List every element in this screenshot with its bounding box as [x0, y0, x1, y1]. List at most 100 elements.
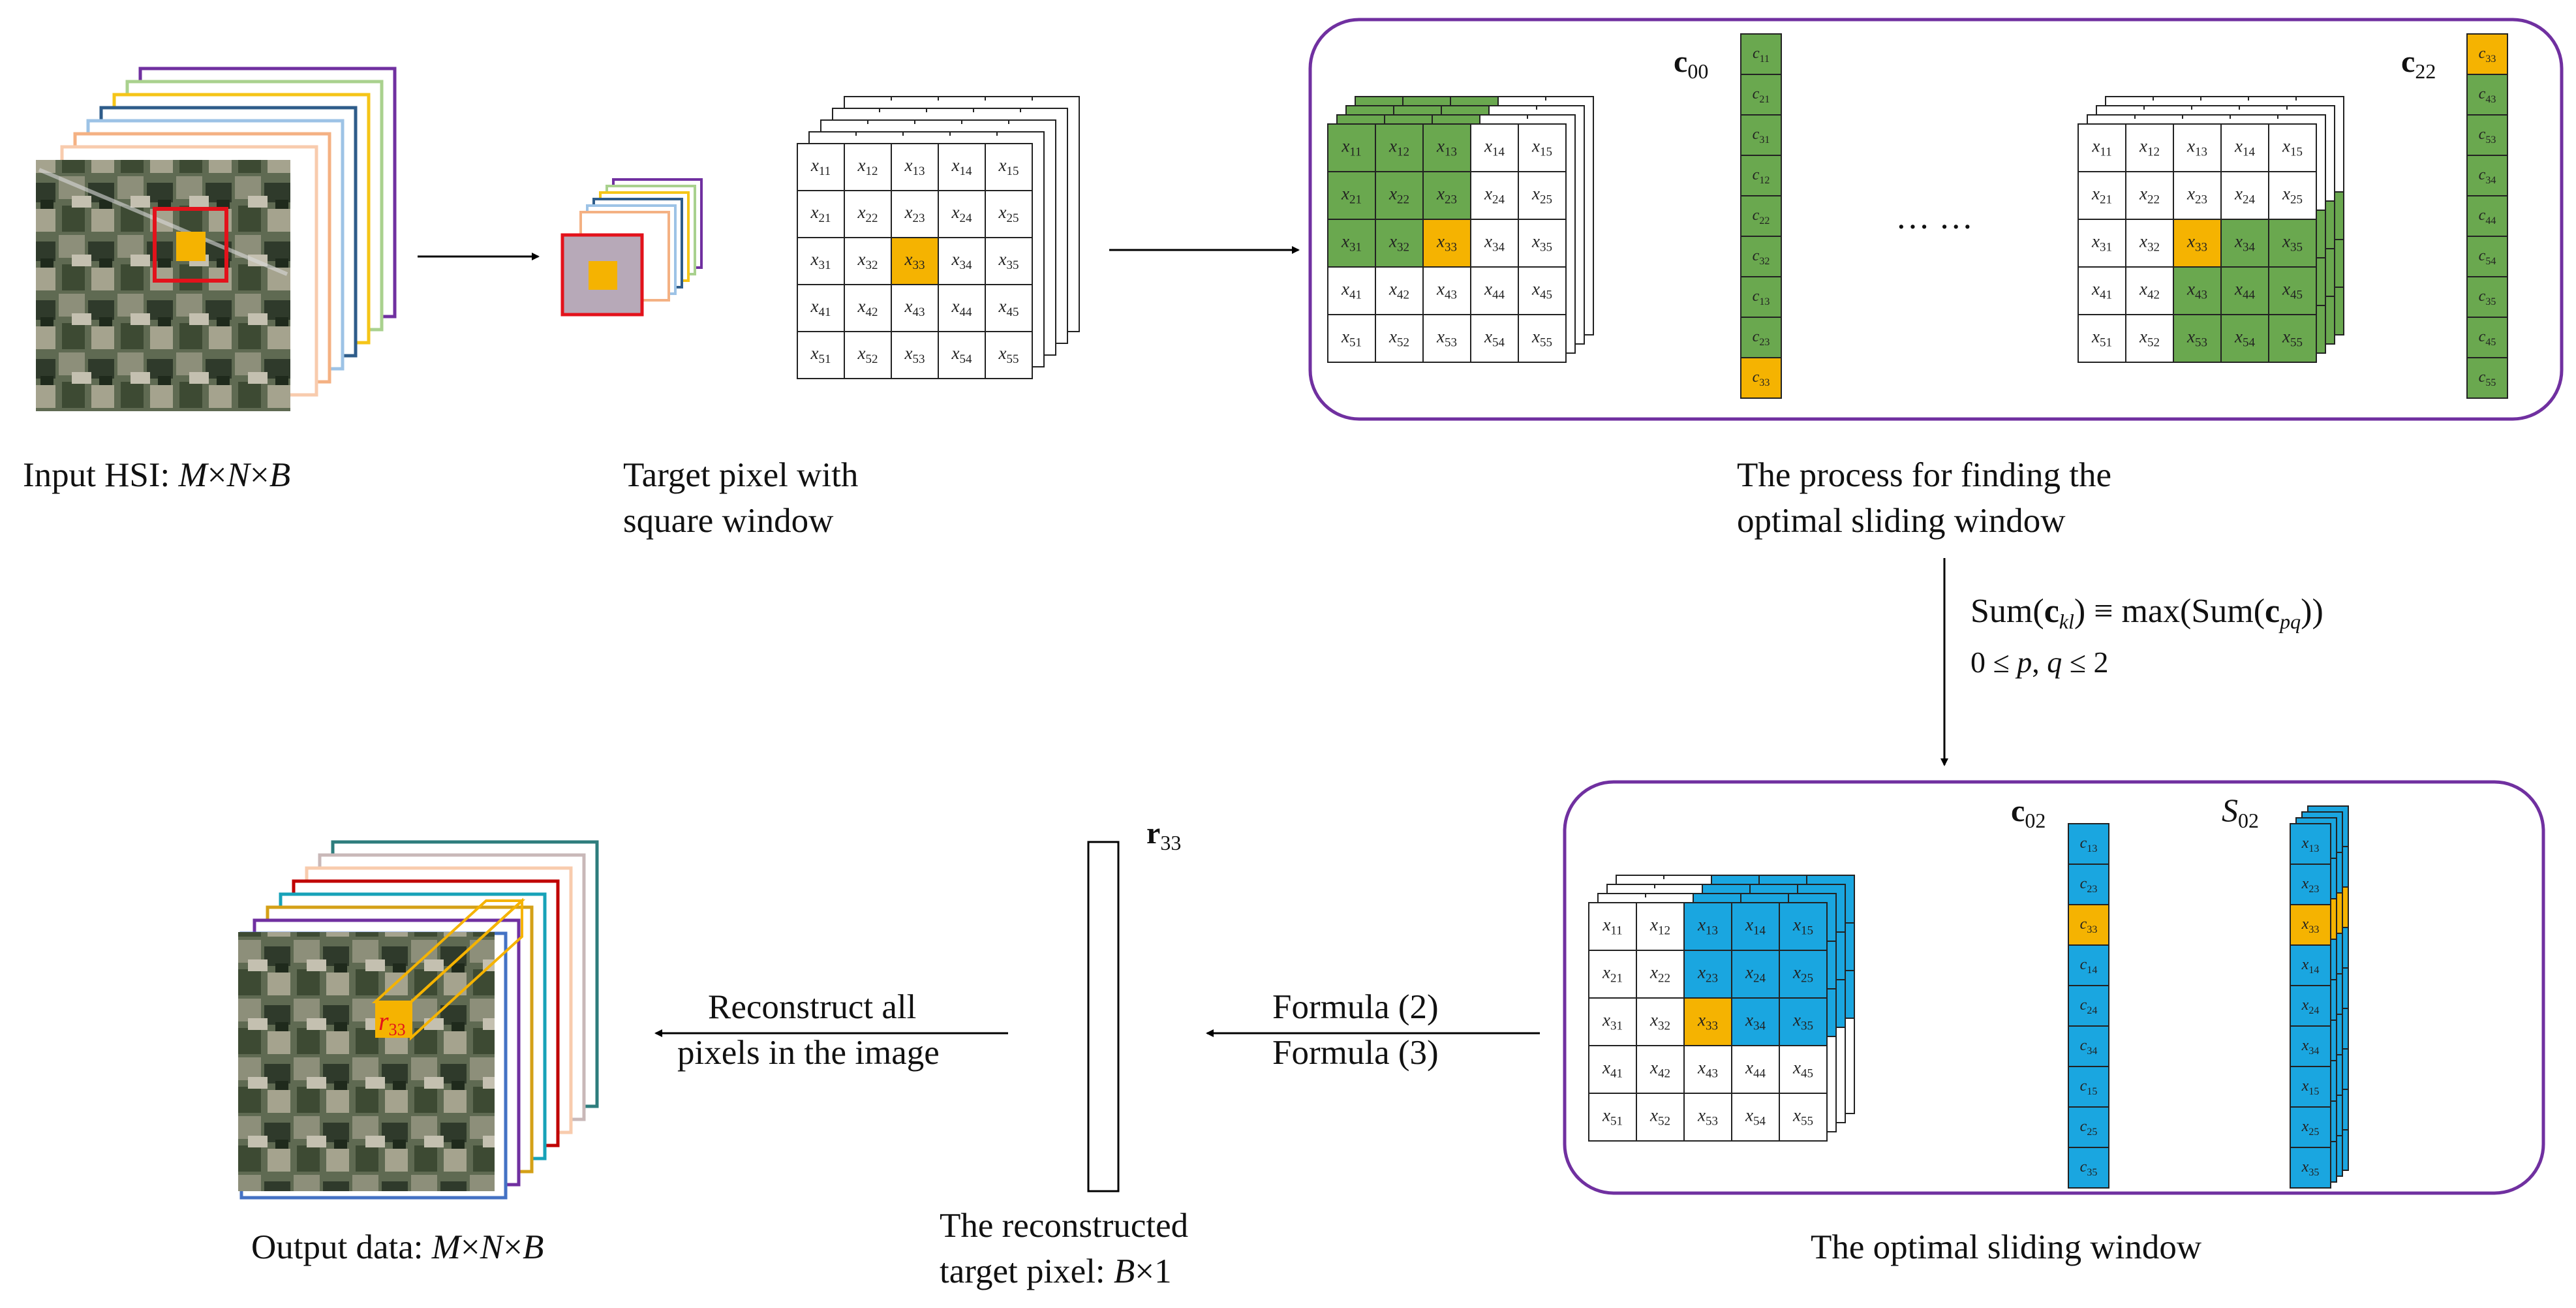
grid-c-cell — [2268, 266, 2317, 315]
grid-a-cell — [891, 190, 939, 238]
grid-d-cell — [1779, 902, 1828, 951]
caption-input: Input HSI: M×N×B — [23, 456, 290, 494]
grid-d-cell — [1731, 997, 1780, 1046]
stack-s02-cell — [2290, 1106, 2331, 1148]
vector-c00-cell — [1740, 276, 1782, 318]
grid-c-cell — [2173, 219, 2222, 268]
ellipsis: ··· ··· — [1895, 208, 1973, 246]
grid-d-cell — [1731, 902, 1780, 951]
grid-c-cell — [2220, 123, 2269, 172]
label-c00: c00 — [1674, 44, 1708, 83]
input-hsi-image — [36, 160, 290, 411]
grid-d-cell — [1731, 1093, 1780, 1142]
grid-a-cell — [797, 190, 845, 238]
caption-reconstruct-all-2: pixels in the image — [677, 1034, 940, 1072]
caption-optimal: The optimal sliding window — [1811, 1228, 2202, 1266]
vector-c00-cell — [1740, 155, 1782, 196]
grid-b-cell — [1422, 219, 1471, 268]
caption-formula-3: Formula (3) — [1272, 1034, 1439, 1072]
caption-reconstructed-2: target pixel: B×1 — [940, 1253, 1172, 1290]
stack-s02-cell — [2290, 864, 2331, 905]
label-s02: S02 — [2222, 792, 2259, 832]
grid-d-cell — [1779, 1045, 1828, 1094]
caption-target-2: square window — [623, 502, 834, 540]
grid-d-cell — [1683, 1045, 1732, 1094]
grid-b-cell — [1470, 266, 1519, 315]
stack-s02-cell — [2290, 985, 2331, 1027]
vector-c02-cell — [2068, 864, 2109, 905]
label-c02: c02 — [2011, 794, 2046, 832]
vector-c02-cell — [2068, 1025, 2109, 1067]
grid-c-cell — [2220, 266, 2269, 315]
grid-b-cell — [1327, 314, 1376, 363]
vector-c02-cell — [2068, 985, 2109, 1027]
grid-d-cell — [1779, 1093, 1828, 1142]
window-highlight — [153, 207, 228, 283]
grid-d-cell — [1731, 1045, 1780, 1094]
grid-b-cell — [1375, 219, 1424, 268]
equation-range: 0 ≤ p, q ≤ 2 — [1970, 646, 2109, 679]
grid-a-cell — [797, 237, 845, 285]
vector-c22-cell — [2466, 195, 2508, 237]
grid-a-cell — [844, 331, 892, 379]
stack-s02-cell — [2290, 904, 2331, 946]
grid-c-cell — [2268, 171, 2317, 220]
grid-d-cell — [1588, 1093, 1637, 1142]
grid-a-cell — [797, 331, 845, 379]
grid-c-cell — [2173, 314, 2222, 363]
grid-c-cell — [2173, 171, 2222, 220]
equation-max: Sum(ckl) ≡ max(Sum(cpq)) — [1970, 593, 2323, 633]
grid-b-cell — [1518, 171, 1567, 220]
vector-c02-cell — [2068, 1147, 2109, 1189]
target-window-stack — [560, 178, 703, 317]
caption-output: Output data: M×N×B — [251, 1228, 544, 1266]
label-c22: c22 — [2401, 44, 2436, 83]
grid-a-cell — [938, 190, 986, 238]
vector-c00-cell — [1740, 33, 1782, 75]
target-pixel-highlight — [176, 232, 206, 261]
grid-b-cell — [1327, 219, 1376, 268]
grid-c-cell — [2078, 266, 2126, 315]
grid-a-cell — [891, 284, 939, 332]
vector-c22-cell — [2466, 357, 2508, 399]
grid-a-cell — [891, 331, 939, 379]
caption-reconstruct-all-1: Reconstruct all — [708, 988, 916, 1026]
grid-c-cell — [2125, 123, 2174, 172]
grid-b-cell — [1422, 266, 1471, 315]
vector-c00-cell — [1740, 317, 1782, 358]
grid-a-cell-label: x24 — [951, 202, 972, 225]
grid-a-cell — [891, 143, 939, 191]
grid-a-cell — [938, 331, 986, 379]
grid-a-cell — [891, 237, 939, 285]
caption-reconstructed-1: The reconstructed — [940, 1207, 1188, 1245]
grid-a-cell — [938, 237, 986, 285]
vector-c02-cell — [2068, 1066, 2109, 1108]
grid-d-cell — [1588, 997, 1637, 1046]
target-pixel-small — [589, 261, 617, 290]
grid-a-cell-label: x35 — [998, 249, 1019, 272]
grid-a-cell-label: x41 — [810, 296, 831, 319]
optimal-window-box — [1563, 780, 2545, 1195]
grid-a-cell — [797, 143, 845, 191]
output-image — [238, 932, 495, 1191]
grid-a-cell — [797, 284, 845, 332]
grid-a-cell — [985, 190, 1033, 238]
grid-d-cell — [1779, 950, 1828, 999]
vector-c22-cell — [2466, 236, 2508, 277]
caption-process-1: The process for finding the — [1737, 456, 2111, 494]
grid-c-cell — [2078, 219, 2126, 268]
grid-c-cell — [2125, 171, 2174, 220]
grid-d-cell — [1588, 1045, 1637, 1094]
caption-process-2: optimal sliding window — [1737, 502, 2066, 540]
grid-d-cell — [1636, 997, 1685, 1046]
vector-c02-cell — [2068, 823, 2109, 865]
reconstructed-vector — [1087, 841, 1120, 1192]
grid-c-cell-label: x41 — [2091, 279, 2112, 302]
